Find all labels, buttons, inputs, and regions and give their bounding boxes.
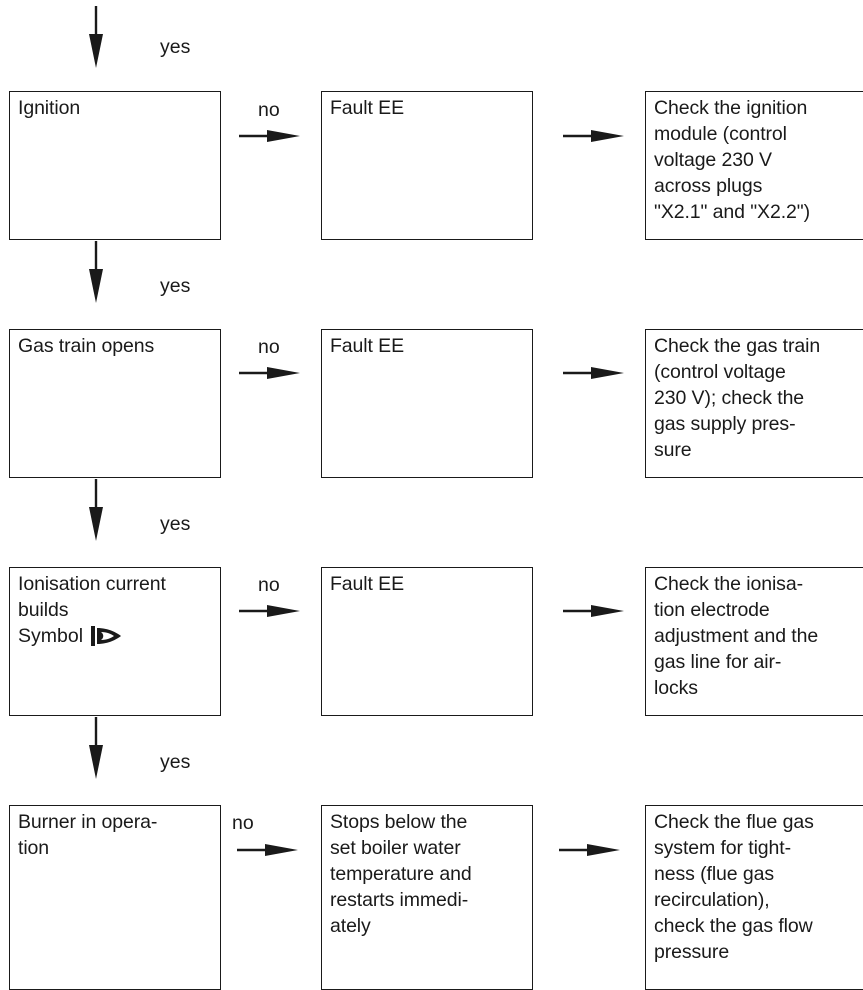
flow-arrow-right xyxy=(563,129,625,143)
flow-arrow-down xyxy=(86,241,106,305)
fault-text: Fault EE xyxy=(330,335,404,357)
fault-box: Fault EE xyxy=(321,567,533,716)
remedy-box: Check the gas train (control voltage 230… xyxy=(645,329,863,478)
fault-box: Fault EE xyxy=(321,329,533,478)
fault-box: Stops below the set boiler water tempera… xyxy=(321,805,533,990)
flow-arrow-right xyxy=(563,366,625,380)
step-text: Ignition xyxy=(18,97,81,119)
step-box-burner: Burner in opera- tion xyxy=(9,805,221,990)
no-label: no xyxy=(258,574,280,596)
fault-text: Fault EE xyxy=(330,573,404,595)
yes-label: yes xyxy=(160,36,191,58)
yes-label: yes xyxy=(160,275,191,297)
symbol-label: Symbol xyxy=(18,625,84,647)
no-label: no xyxy=(258,99,280,121)
flow-arrow-down xyxy=(86,717,106,781)
yes-label: yes xyxy=(160,751,191,773)
remedy-box: Check the ignition module (control volta… xyxy=(645,91,863,240)
fault-text: Stops below the set boiler water tempera… xyxy=(330,811,472,937)
step-text: Burner in opera- tion xyxy=(18,811,158,859)
flow-arrow-right xyxy=(239,366,301,380)
remedy-text: Check the ionisa- tion electrode adjustm… xyxy=(654,573,819,699)
flow-arrow-right xyxy=(239,129,301,143)
remedy-text: Check the flue gas system for tight- nes… xyxy=(654,811,814,963)
flow-arrow-right xyxy=(239,604,301,618)
remedy-box: Check the flue gas system for tight- nes… xyxy=(645,805,863,990)
step-box-ignition: Ignition xyxy=(9,91,221,240)
remedy-text: Check the ignition module (control volta… xyxy=(654,97,810,223)
fault-text: Fault EE xyxy=(330,97,404,119)
step-text: Gas train opens xyxy=(18,335,155,357)
remedy-box: Check the ionisa- tion electrode adjustm… xyxy=(645,567,863,716)
flow-arrow-down xyxy=(86,479,106,543)
yes-label: yes xyxy=(160,513,191,535)
step-text: Ionisation current builds xyxy=(18,573,166,621)
flow-arrow-down xyxy=(86,6,106,70)
no-label: no xyxy=(232,812,254,834)
step-box-ionisation: Ionisation current builds Symbol xyxy=(9,567,221,716)
flow-arrow-right xyxy=(237,843,299,857)
flow-arrow-right xyxy=(559,843,621,857)
flow-arrow-right xyxy=(563,604,625,618)
no-label: no xyxy=(258,336,280,358)
step-box-gas-train: Gas train opens xyxy=(9,329,221,478)
remedy-text: Check the gas train (control voltage 230… xyxy=(654,335,821,461)
fault-box: Fault EE xyxy=(321,91,533,240)
flame-symbol-icon xyxy=(89,625,123,647)
symbol-line: Symbol xyxy=(18,623,214,649)
